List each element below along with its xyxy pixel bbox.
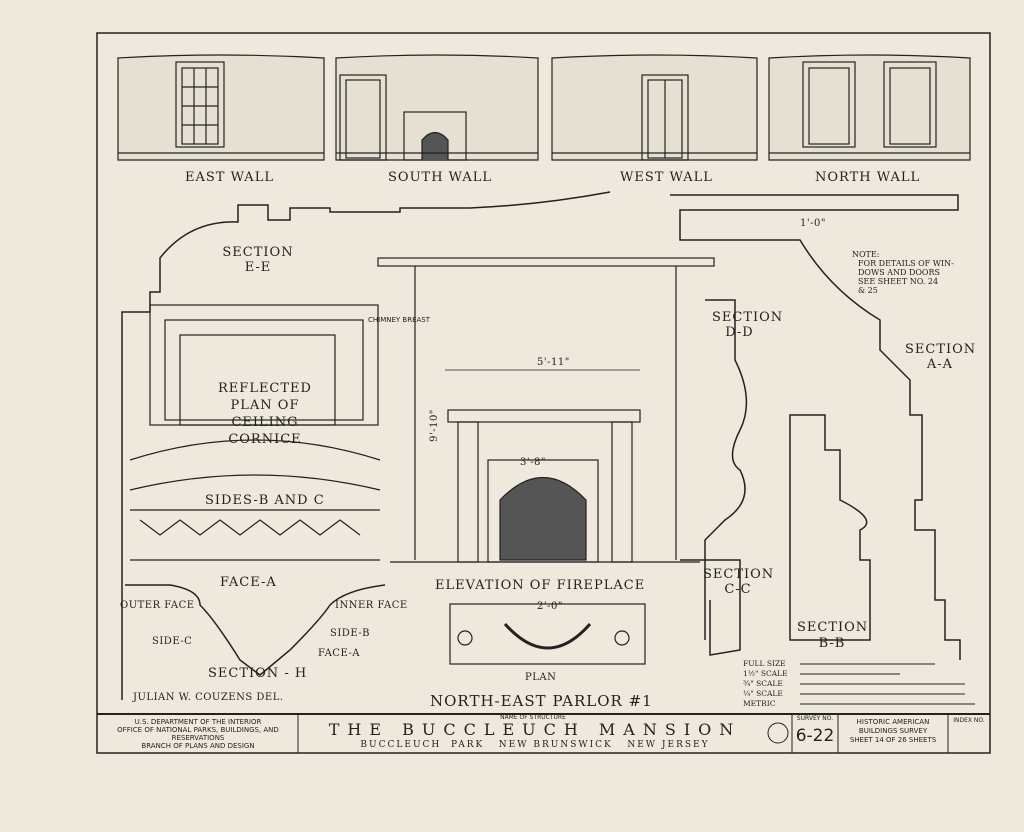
habs-block: HISTORIC AMERICAN BUILDINGS SURVEY SHEET… xyxy=(838,718,948,745)
reflected-plan-label: REFLECTED PLAN OF CEILING CORNICE xyxy=(218,381,312,447)
scale-label: ¾" SCALE xyxy=(743,679,783,688)
scale-label: FULL SIZE xyxy=(743,659,786,668)
habs-line: BUILDINGS SURVEY xyxy=(858,727,928,735)
section-cc-profile xyxy=(680,559,741,656)
agency-line: OFFICE OF NATIONAL PARKS, BUILDINGS, AND… xyxy=(117,726,279,742)
habs-seal xyxy=(767,722,789,744)
room-title: NORTH-EAST PARLOR #1 xyxy=(430,692,653,710)
east-wall-label: EAST WALL xyxy=(185,170,274,185)
note-line: DOWS AND DOORS xyxy=(858,268,940,277)
elevation-fireplace-label: ELEVATION OF FIREPLACE xyxy=(435,578,646,593)
cornice-profile xyxy=(121,191,611,700)
section-bb-label: SECTION B-B xyxy=(797,620,869,651)
chimney-breast-label: CHIMNEY BREAST xyxy=(368,316,431,324)
east-wall-elevation xyxy=(117,54,325,161)
reflected-plan-drawing xyxy=(129,304,381,561)
sides-b-and-c-label: SIDES-B AND C xyxy=(205,493,325,508)
agency-line: BRANCH OF PLANS AND DESIGN xyxy=(141,742,255,750)
north-wall-label: NORTH WALL xyxy=(815,170,921,185)
survey-label: SURVEY NO. xyxy=(796,715,834,722)
index-label: INDEX NO. xyxy=(953,717,985,724)
south-wall-elevation xyxy=(335,54,539,161)
scale-label: 1½" SCALE xyxy=(743,669,788,678)
section-cc-label: SECTION C-C xyxy=(703,567,775,597)
section-h-profile xyxy=(125,584,386,676)
survey-number: 6-22 xyxy=(795,726,835,746)
north-wall-elevation xyxy=(768,54,971,161)
outer-face-label: OUTER FACE xyxy=(120,600,195,611)
west-wall-label: WEST WALL xyxy=(620,170,713,185)
inner-face-label: INNER FACE xyxy=(335,600,408,611)
section-bb-profile xyxy=(789,414,871,641)
scale-labels: FULL SIZE 1½" SCALE ¾" SCALE ¼" SCALE ME… xyxy=(743,659,788,709)
scale-label: ¼" SCALE xyxy=(743,689,783,698)
face-a-small-label: FACE-A xyxy=(318,648,361,659)
dim-fireplace-width: 5'-11" xyxy=(537,357,570,368)
south-wall-label: SOUTH WALL xyxy=(388,170,493,185)
side-c-label: SIDE-C xyxy=(152,636,193,647)
section-ee-label: SECTION E-E xyxy=(222,245,294,275)
sheet-border xyxy=(96,32,991,754)
name-label: NAME OF STRUCTURE xyxy=(500,714,566,721)
graphic-scales xyxy=(800,663,975,705)
section-dd-label: SECTION D-D xyxy=(712,310,784,340)
dim-opening: 3'-8" xyxy=(520,457,546,468)
plan-label: PLAN xyxy=(525,672,557,683)
note-heading: NOTE: xyxy=(852,250,880,259)
delineator: JULIAN W. COUZENS DEL. xyxy=(133,692,284,703)
dim-height: 9'-10" xyxy=(428,409,440,442)
fireplace-elevation xyxy=(377,257,715,665)
scale-label: METRIC xyxy=(743,699,776,708)
agency-block: U.S. DEPARTMENT OF THE INTERIOR OFFICE O… xyxy=(98,718,298,750)
side-b-label: SIDE-B xyxy=(330,628,371,639)
title-block-cells xyxy=(297,714,949,753)
habs-line: HISTORIC AMERICAN xyxy=(856,718,930,726)
structure-location: BUCCLEUCH PARK NEW BRUNSWICK NEW JERSEY xyxy=(360,740,710,750)
note-line: FOR DETAILS OF WIN- xyxy=(858,259,954,268)
section-aa-profile xyxy=(670,194,961,660)
note-line: & 25 xyxy=(858,286,878,295)
agency-line: U.S. DEPARTMENT OF THE INTERIOR xyxy=(134,718,262,726)
note-line: SEE SHEET NO. 24 xyxy=(858,277,939,286)
section-aa-label: SECTION A-A xyxy=(905,342,977,372)
section-h-label: SECTION - H xyxy=(208,666,308,681)
section-dd-profile xyxy=(704,299,748,640)
sheet-number: SHEET 14 OF 26 SHEETS xyxy=(849,736,937,744)
structure-name: THE BUCCLEUCH MANSION xyxy=(328,720,742,739)
face-a-label: FACE-A xyxy=(220,575,277,590)
dim-one-foot: 1'-0" xyxy=(800,218,826,229)
west-wall-elevation xyxy=(551,54,758,161)
note: NOTE: FOR DETAILS OF WIN- DOWS AND DOORS… xyxy=(852,250,954,295)
dim-plan-width: 2'-0" xyxy=(537,601,563,612)
